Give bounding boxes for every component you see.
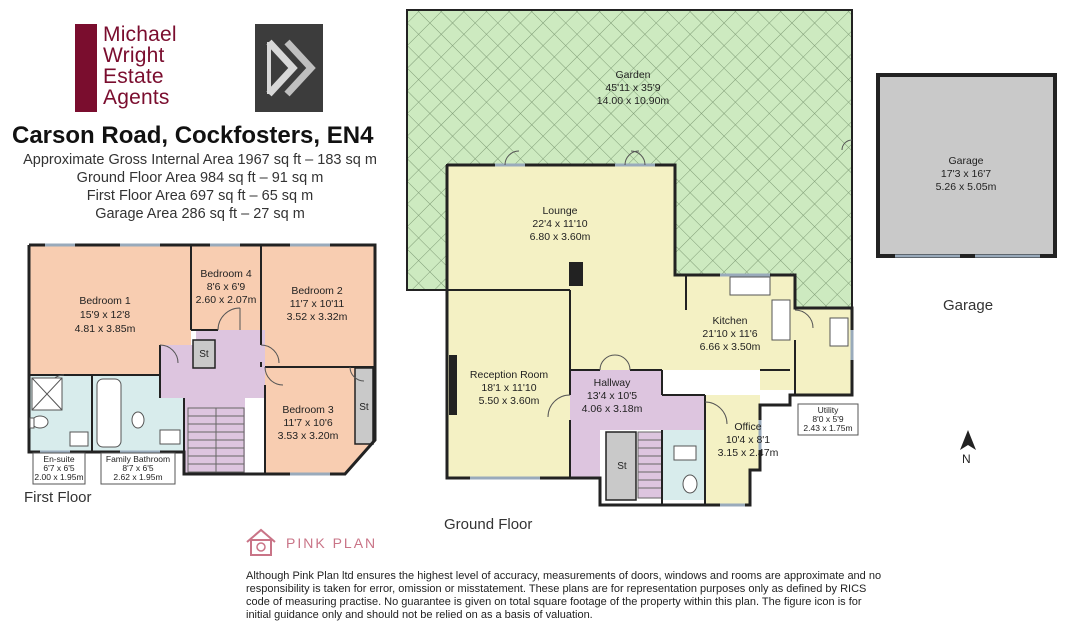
ground-floor-label: Ground Floor [444,516,533,533]
garage-metric: 5.26 x 5.05m [936,181,997,193]
lounge-imperial: 22'4 x 11'10 [532,218,587,230]
bedroom2-name: Bedroom 2 [291,285,343,297]
garage-imperial: 17'3 x 16'7 [941,168,991,180]
utility-name: Utility [818,405,840,415]
garage-name: Garage [948,155,983,167]
bedroom4-metric: 2.60 x 2.07m [196,294,257,306]
bathtub-icon [96,378,122,448]
area-line: Approximate Gross Internal Area 1967 sq … [23,152,377,168]
ensuite-imperial: 6'7 x 6'5 [43,463,74,473]
room-office [705,395,760,505]
garden-imperial: 45'11 x 35'9 [605,82,660,94]
agent-name: Michael Wright Estate Agents [103,24,251,108]
toilet-icon [29,411,181,447]
room-lounge [447,165,686,370]
bedroom4-name: Bedroom 4 [200,268,252,280]
pink-plan-brand: PINK PLAN [244,528,375,556]
hallway-imperial: 13'4 x 10'5 [587,390,637,402]
garden-metric: 14.00 x 10.90m [597,95,670,107]
bathroom-name: Family Bathroom [106,454,170,464]
kitchen-name: Kitchen [712,315,747,327]
pink-plan-text: PINK PLAN [286,535,378,551]
agent-name-line: Wright [103,44,165,67]
hallway-metric: 4.06 x 3.18m [582,403,643,415]
utility-label-box [797,403,859,436]
logo-bar [75,24,97,112]
lounge-name: Lounge [542,205,577,217]
room-bedroom4 [191,245,261,330]
garden-name: Garden [615,69,650,81]
stairs-first [187,407,245,473]
agent-name-line: Estate [103,65,164,88]
reception-imperial: 18'1 x 11'10 [481,382,536,394]
store-first-1 [192,339,216,369]
bathroom-metric: 2.62 x 1.95m [113,472,162,482]
agent-name-line: Agents [103,86,170,109]
agent-logo: Michael Wright Estate Agents [75,24,323,112]
area-line: First Floor Area 697 sq ft – 65 sq m [86,188,314,204]
bedroom1-metric: 4.81 x 3.85m [75,323,136,335]
bedroom2-imperial: 11'7 x 10'11 [290,298,345,310]
reception-metric: 5.50 x 3.60m [479,395,540,407]
property-title: Carson Road, Cockfosters, EN4 [12,122,374,149]
first-floor-plan [27,243,377,476]
sink-icon [729,276,771,296]
ensuite-metric: 2.00 x 1.95m [34,472,83,482]
north-arrow-icon: N [958,430,978,469]
area-line: Ground Floor Area 984 sq ft – 91 sq m [76,170,324,186]
ground-floor-plan [406,9,854,507]
pink-plan-logo-icon [246,528,276,556]
bedroom1-name: Bedroom 1 [79,295,131,307]
chimney-breast [569,262,583,286]
shower-icon [31,377,63,411]
ensuite-label-box [32,452,86,485]
room-kitchen [686,275,795,390]
north-label: N [962,452,971,466]
logo-mark-icon [255,24,323,112]
bedroom2-metric: 3.52 x 3.32m [287,311,348,323]
office-metric: 3.15 x 2.47m [718,447,779,459]
kitchen-metric: 6.66 x 3.50m [700,341,761,353]
room-bedroom3 [265,367,375,474]
bedroom4-imperial: 8'6 x 6'9 [207,281,246,293]
office-imperial: 10'4 x 8'1 [726,434,770,446]
room-hallway [570,370,705,478]
area-summary: Approximate Gross Internal Area 1967 sq … [0,152,400,224]
garage-label: Garage [943,297,994,314]
hallway-name: Hallway [594,377,632,389]
garage-building [876,73,1057,258]
utility-sink-icon [829,317,849,347]
lounge-metric: 6.80 x 3.60m [530,231,591,243]
room-cloakroom [662,430,705,500]
office-name: Office [734,421,761,433]
store-label: St [617,461,627,472]
first-floor-label: First Floor [24,489,92,506]
toilet-icon [682,474,698,494]
room-reception [447,290,570,478]
bathroom-imperial: 8'7 x 6'5 [122,463,153,473]
fireplace [449,355,457,415]
store-label: St [359,402,369,413]
utility-imperial: 8'0 x 5'9 [812,414,843,424]
area-line: Garage Area 286 sq ft – 27 sq m [95,206,305,222]
bedroom3-metric: 3.53 x 3.20m [278,430,339,442]
ensuite-name: En-suite [43,454,74,464]
stairs-ground [637,431,663,499]
disclaimer: Although Pink Plan ltd ensures the highe… [246,570,882,621]
store-label: St [199,349,209,360]
bathroom-label-box [100,452,176,485]
bedroom1-imperial: 15'9 x 12'8 [80,309,130,321]
basin-icon [673,445,697,461]
room-bedroom2 [261,245,375,367]
kitchen-imperial: 21'10 x 11'6 [702,328,757,340]
agent-name-line: Michael [103,23,177,46]
store-ground [605,431,637,501]
utility-metric: 2.43 x 1.75m [803,423,852,433]
reception-name: Reception Room [470,369,548,381]
hob-icon [771,299,791,341]
bedroom3-name: Bedroom 3 [282,404,334,416]
bedroom3-imperial: 11'7 x 10'6 [283,417,333,429]
